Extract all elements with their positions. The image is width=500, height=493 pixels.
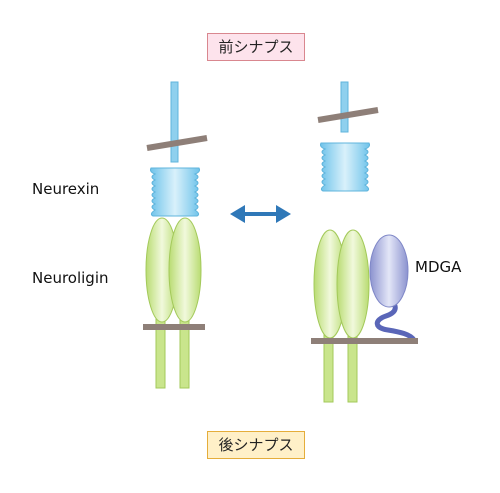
presynaptic-membrane-left (146, 135, 208, 151)
mdga-tail (374, 295, 417, 343)
right-complex (311, 81, 418, 403)
presynaptic-membrane-right (317, 107, 379, 123)
neurexin-label: Neurexin (32, 180, 100, 198)
mdga-head (369, 234, 409, 308)
mdga-label: MDGA (415, 258, 462, 276)
neuroligin-head-left-b (168, 217, 202, 323)
neurexin-domain-right (320, 142, 370, 192)
presynapse-label: 前シナプス (207, 33, 305, 61)
double-headed-arrow-icon (230, 205, 291, 223)
neurexin-domain-left (150, 167, 200, 217)
postsynapse-label: 後シナプス (207, 431, 305, 459)
neurexin-stalk-right (340, 81, 349, 133)
neuroligin-label: Neuroligin (32, 269, 109, 287)
neuroligin-head-right-b (336, 229, 370, 339)
left-complex (143, 81, 208, 389)
neurexin-stalk-left (170, 81, 179, 163)
